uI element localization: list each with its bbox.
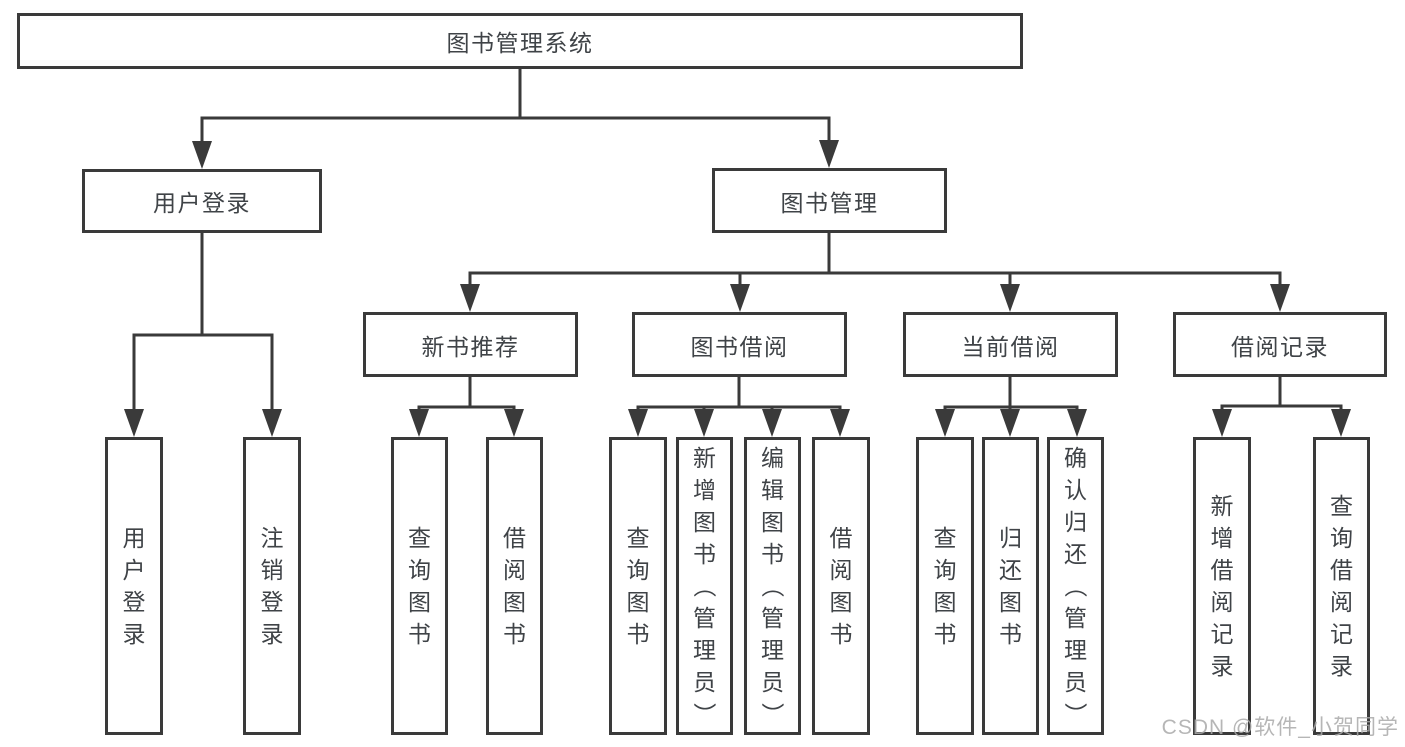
node-query-books-borrow: 查询图书 [609,437,667,735]
node-label: 新书推荐 [421,333,520,360]
node-borrow-books-recommend: 借阅图书 [486,437,543,735]
node-return-books: 归还图书 [982,437,1039,735]
csdn-watermark: CSDN @软件_小贺同学 [1161,716,1399,739]
node-label: 借阅图书 [503,525,526,647]
node-query-books-recommend: 查询图书 [391,437,448,735]
node-query-books-current: 查询图书 [916,437,974,735]
node-label: 确认归还（管理员） [1062,445,1089,726]
node-logout: 注销登录 [243,437,301,735]
node-borrow-records: 借阅记录 [1173,312,1387,377]
node-edit-books-admin: 编辑图书（管理员） [744,437,801,735]
node-library-management-system: 图书管理系统 [17,13,1023,69]
node-label: 查询图书 [408,525,431,647]
node-confirm-return-admin: 确认归还（管理员） [1047,437,1104,735]
node-label: 图书管理 [780,189,879,216]
node-label: 借阅记录 [1231,333,1329,360]
node-book-management: 图书管理 [712,168,947,233]
node-label: 编辑图书（管理员） [759,445,786,726]
node-add-books-admin: 新增图书（管理员） [676,437,733,735]
node-borrow-books-action: 借阅图书 [812,437,870,735]
node-label: 注销登录 [260,525,284,647]
node-label: 图书管理系统 [446,30,594,56]
node-book-borrow: 图书借阅 [632,312,847,377]
node-add-borrow-record: 新增借阅记录 [1193,437,1251,735]
node-label: 查询图书 [933,525,957,647]
node-new-book-recommend: 新书推荐 [363,312,578,377]
node-label: 当前借阅 [961,333,1060,360]
node-label: 归还图书 [999,525,1022,647]
node-label: 新增借阅记录 [1210,493,1234,679]
node-label: 用户登录 [122,525,146,647]
node-current-borrow: 当前借阅 [903,312,1118,377]
node-user-login-action: 用户登录 [105,437,163,735]
node-query-borrow-record: 查询借阅记录 [1313,437,1370,735]
node-label: 查询借阅记录 [1330,493,1353,679]
node-label: 查询图书 [626,525,650,647]
node-label: 新增图书（管理员） [691,445,718,726]
node-user-login: 用户登录 [82,169,322,233]
node-label: 借阅图书 [829,525,853,647]
node-label: 用户登录 [153,190,251,216]
node-label: 图书借阅 [690,333,789,360]
